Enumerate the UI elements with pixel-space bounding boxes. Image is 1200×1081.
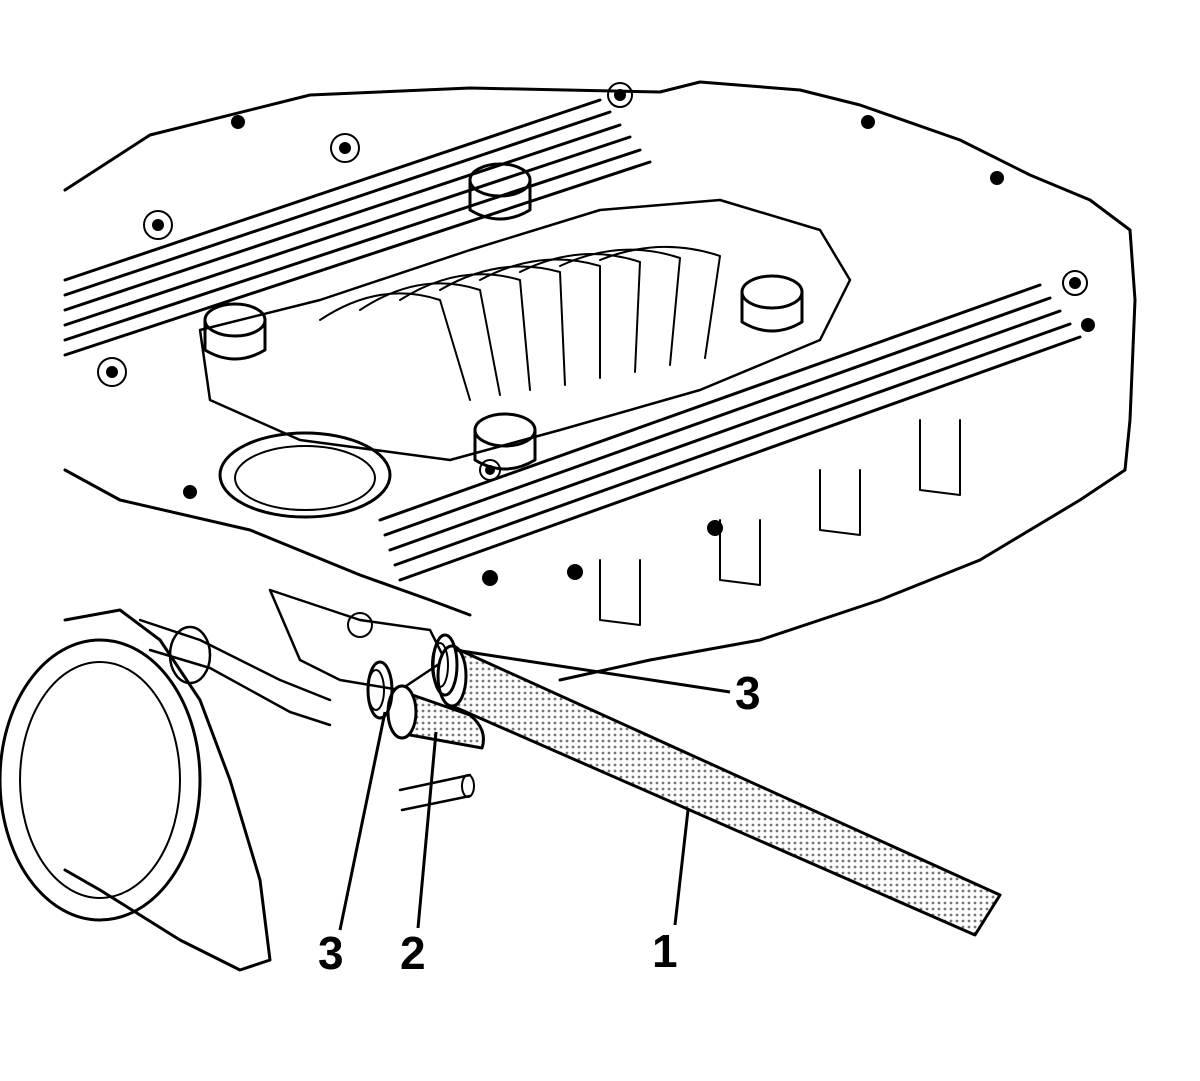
callout-1-label: 1	[652, 925, 678, 977]
coolant-housing	[268, 588, 447, 692]
housing-bolt	[347, 612, 373, 638]
leader-lines	[338, 648, 731, 931]
top-throttle-bore	[218, 431, 392, 519]
right-housing-details	[599, 419, 961, 626]
bypass-pipe	[138, 618, 332, 727]
leader-cap	[416, 731, 438, 929]
intake-runners	[319, 245, 721, 401]
hose-cap	[396, 688, 485, 750]
hose-end	[436, 644, 468, 708]
leader-clamp-lower	[338, 711, 387, 931]
clamp-lower	[366, 660, 394, 720]
right-fuel-rail	[378, 283, 1082, 582]
throttle-bore-inner	[19, 661, 181, 899]
engine-block-outline	[63, 80, 1137, 682]
intake-manifold	[198, 198, 852, 462]
callout-2-label: 2	[400, 927, 426, 979]
bolts	[97, 82, 1095, 586]
leader-hose	[673, 809, 690, 926]
lower-housing-outline	[63, 608, 272, 972]
manifold-bosses	[203, 162, 804, 471]
hose-clamps	[366, 633, 459, 720]
leader-clamp-upper	[454, 648, 731, 694]
small-pipe	[398, 773, 472, 812]
callout-3-lower-label: 3	[318, 927, 344, 979]
left-fuel-rail	[63, 98, 652, 357]
throttle-bore-outer	[0, 638, 202, 922]
callout-3-upper-label: 3	[735, 667, 761, 719]
engine-base-line	[63, 468, 472, 617]
